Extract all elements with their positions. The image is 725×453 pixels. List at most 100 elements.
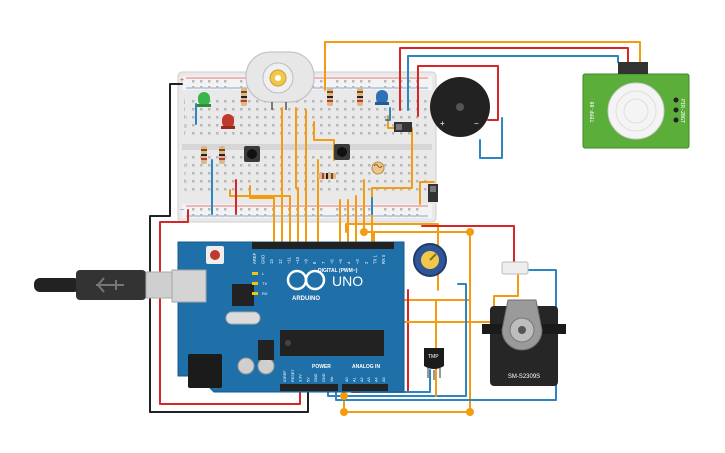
breadboard-hole bbox=[200, 108, 203, 111]
breadboard-hole bbox=[320, 180, 323, 183]
rail-hole bbox=[192, 80, 195, 83]
breadboard-hole bbox=[416, 132, 419, 135]
rail-hole bbox=[344, 214, 347, 217]
breadboard-hole bbox=[408, 116, 411, 119]
breadboard-hole bbox=[400, 156, 403, 159]
breadboard-hole bbox=[360, 180, 363, 183]
usb-b-jack bbox=[171, 269, 207, 303]
rail-hole bbox=[352, 86, 355, 89]
pir-sensor: TEMP-00 PIR-2BGT bbox=[582, 62, 690, 149]
pir-left-label: TEMP-00 bbox=[590, 101, 596, 122]
breadboard-hole bbox=[360, 188, 363, 191]
breadboard-hole bbox=[344, 172, 347, 175]
breadboard-hole bbox=[416, 172, 419, 175]
breadboard-hole bbox=[264, 116, 267, 119]
breadboard-hole bbox=[312, 108, 315, 111]
breadboard-hole bbox=[272, 156, 275, 159]
breadboard-hole bbox=[392, 100, 395, 103]
power-header bbox=[280, 384, 338, 391]
wire-blue-pir-gnd bbox=[407, 55, 619, 111]
breadboard-hole bbox=[384, 188, 387, 191]
brand-text: ARDUINO bbox=[292, 296, 320, 302]
breadboard-hole bbox=[200, 124, 203, 127]
breadboard-hole bbox=[424, 156, 427, 159]
breadboard-hole bbox=[296, 116, 299, 119]
row-letter: f bbox=[184, 131, 186, 137]
resistor bbox=[357, 88, 363, 106]
breadboard-hole bbox=[424, 100, 427, 103]
tmp-label: TMP bbox=[428, 354, 439, 360]
breadboard-hole bbox=[360, 124, 363, 127]
rail-hole bbox=[360, 214, 363, 217]
junction-dot bbox=[360, 228, 368, 236]
rail-hole bbox=[312, 208, 315, 211]
dc-motor bbox=[245, 51, 315, 110]
breadboard-hole bbox=[248, 108, 251, 111]
breadboard-hole bbox=[408, 156, 411, 159]
breadboard-hole bbox=[216, 132, 219, 135]
breadboard-hole bbox=[272, 124, 275, 127]
breadboard-hole bbox=[256, 188, 259, 191]
breadboard-hole bbox=[240, 116, 243, 119]
breadboard-hole bbox=[384, 164, 387, 167]
digital-pin-label: ~3 bbox=[355, 259, 360, 264]
breadboard-hole bbox=[248, 132, 251, 135]
breadboard-hole bbox=[368, 116, 371, 119]
breadboard-hole bbox=[368, 164, 371, 167]
breadboard-hole bbox=[328, 108, 331, 111]
logo-text: UNO bbox=[332, 273, 363, 289]
breadboard-hole bbox=[256, 172, 259, 175]
breadboard-hole bbox=[216, 124, 219, 127]
rail-plus-label: + bbox=[180, 77, 184, 84]
breadboard-hole bbox=[336, 188, 339, 191]
tmp-body bbox=[424, 348, 444, 369]
breadboard-hole bbox=[392, 172, 395, 175]
breadboard-hole bbox=[296, 164, 299, 167]
row-letter: i bbox=[184, 107, 185, 113]
breadboard-hole bbox=[272, 188, 275, 191]
breadboard-hole bbox=[296, 124, 299, 127]
breadboard-hole bbox=[240, 164, 243, 167]
resistor bbox=[219, 146, 225, 164]
breadboard-hole bbox=[336, 116, 339, 119]
analog-pin-label: A3 bbox=[367, 377, 371, 382]
usb-cable bbox=[34, 270, 183, 300]
digital-pin-label: 8 bbox=[312, 261, 317, 264]
breadboard-hole bbox=[224, 180, 227, 183]
breadboard-hole bbox=[384, 116, 387, 119]
breadboard-hole bbox=[360, 172, 363, 175]
green-led-bulb bbox=[198, 92, 210, 106]
breadboard-hole bbox=[368, 100, 371, 103]
rail-hole bbox=[256, 214, 259, 217]
breadboard-hole bbox=[328, 180, 331, 183]
servo-connector bbox=[501, 261, 529, 275]
rail-hole bbox=[256, 208, 259, 211]
photoresistor bbox=[371, 161, 385, 175]
rail-hole bbox=[248, 208, 251, 211]
rail-hole bbox=[336, 80, 339, 83]
piezo-buzzer: + − bbox=[430, 77, 490, 137]
rail-hole bbox=[336, 86, 339, 89]
rail-hole bbox=[368, 208, 371, 211]
rail-hole bbox=[408, 214, 411, 217]
digital-pin-label: ~9 bbox=[304, 259, 309, 264]
rail-hole bbox=[320, 214, 323, 217]
breadboard-hole bbox=[240, 108, 243, 111]
breadboard-hole bbox=[264, 188, 267, 191]
breadboard-hole bbox=[312, 180, 315, 183]
rail-hole bbox=[416, 208, 419, 211]
rail-hole bbox=[400, 214, 403, 217]
breadboard-hole bbox=[208, 156, 211, 159]
breadboard-hole bbox=[208, 116, 211, 119]
breadboard-hole bbox=[240, 172, 243, 175]
wire-orange-d12b bbox=[229, 189, 283, 245]
breadboard-hole bbox=[368, 132, 371, 135]
rail-hole bbox=[384, 80, 387, 83]
breadboard-hole bbox=[352, 132, 355, 135]
rail-hole bbox=[200, 208, 203, 211]
row-letter: j bbox=[183, 99, 185, 105]
breadboard-hole bbox=[232, 164, 235, 167]
rail-hole bbox=[392, 208, 395, 211]
breadboard-hole bbox=[192, 164, 195, 167]
breadboard-hole bbox=[320, 188, 323, 191]
